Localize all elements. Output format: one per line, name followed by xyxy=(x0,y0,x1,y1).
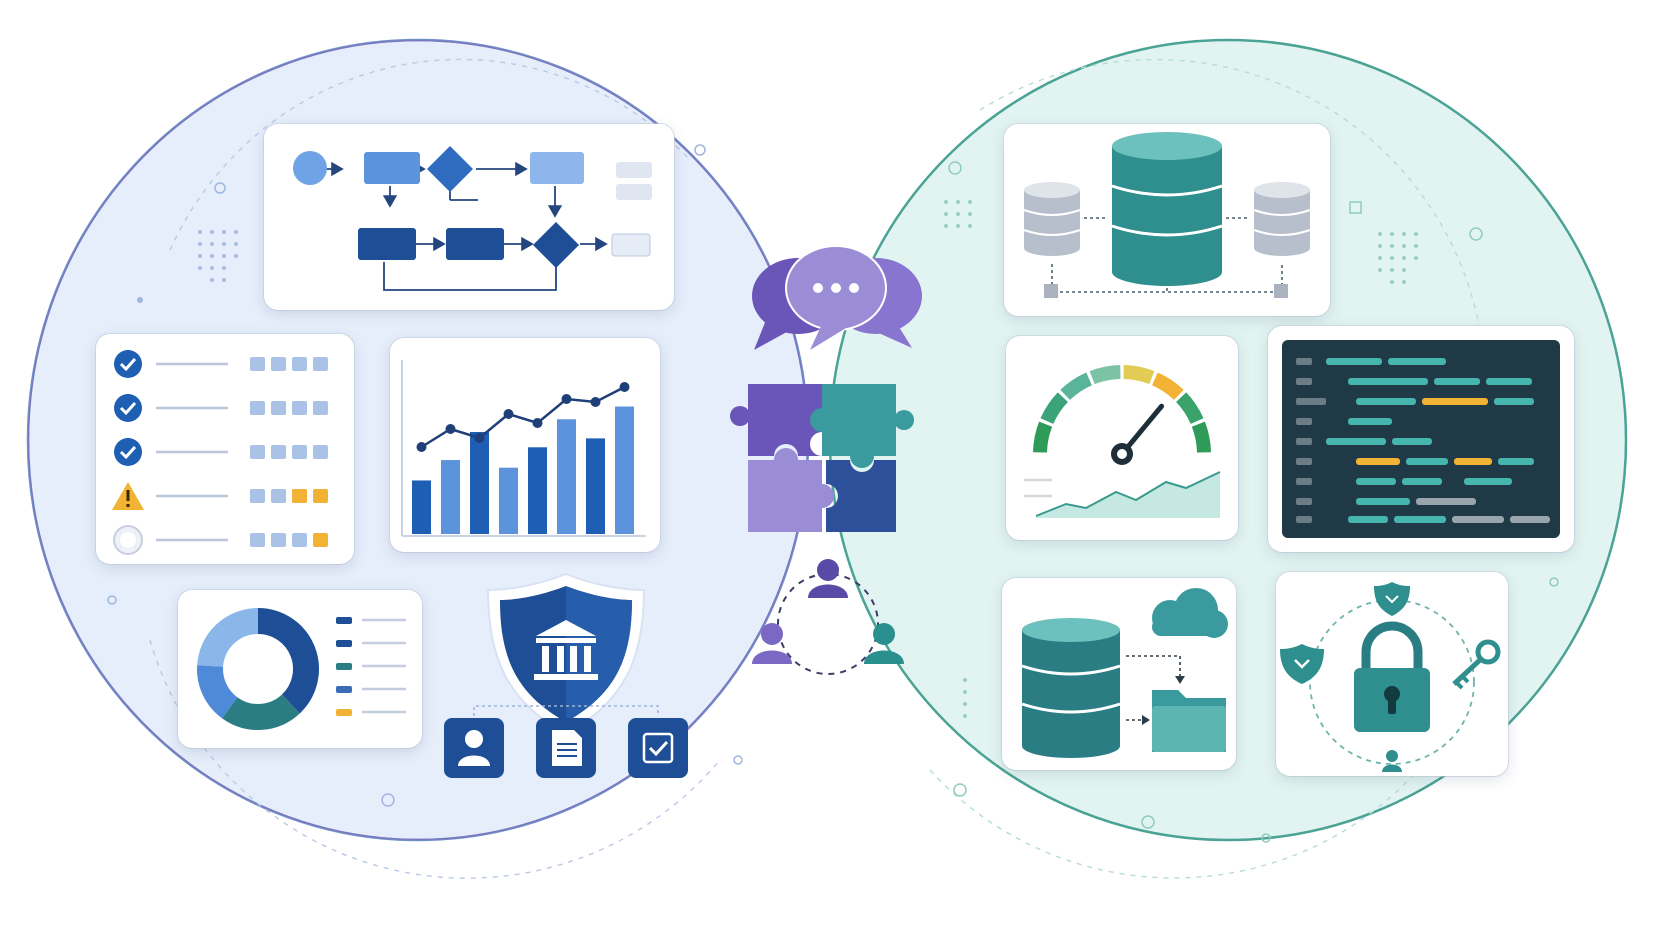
pending-icon xyxy=(113,525,143,555)
bar xyxy=(528,447,547,534)
bar xyxy=(586,438,605,534)
folder-icon xyxy=(1152,690,1226,752)
gauge-segment xyxy=(1060,372,1093,401)
gauge-segment xyxy=(1033,421,1053,453)
bar xyxy=(557,419,576,534)
database-replica-icon xyxy=(1253,182,1311,256)
database-cloud-folder-icon xyxy=(1021,588,1228,758)
database-replication-card xyxy=(1004,124,1330,316)
database-replication-icon xyxy=(1023,132,1311,298)
performance-gauge-card xyxy=(1006,336,1238,540)
people-network-icon xyxy=(752,559,904,675)
security-lock-card xyxy=(1276,572,1508,776)
gauge-segment xyxy=(1191,421,1211,453)
bar xyxy=(470,432,489,534)
trend-point xyxy=(590,397,601,407)
puzzle-pieces-icon xyxy=(730,384,914,532)
person-icon xyxy=(864,623,904,664)
bar-line-chart-icon xyxy=(401,360,646,537)
cloud-icon xyxy=(1152,588,1228,638)
chat-bubbles-icon xyxy=(752,245,922,350)
institution-icon xyxy=(534,620,598,680)
trend-point xyxy=(561,394,572,404)
donut-chart-icon xyxy=(197,608,406,730)
trend-point xyxy=(474,433,485,443)
database-cloud-folder-card xyxy=(1002,578,1236,770)
trend-point xyxy=(619,382,630,392)
bar xyxy=(441,460,460,534)
checklist-status-icon xyxy=(112,350,328,555)
bar-line-chart-card xyxy=(390,338,660,552)
gauge-segment xyxy=(1089,365,1121,385)
gauge-segment xyxy=(1175,392,1204,425)
process-flowchart-card xyxy=(264,124,674,310)
check-icon xyxy=(114,350,142,378)
database-main-icon xyxy=(1111,132,1223,286)
database-icon xyxy=(1021,618,1121,758)
performance-gauge-icon xyxy=(1024,365,1221,518)
chat-bubbles-group xyxy=(736,240,926,360)
user-icon xyxy=(444,718,504,778)
bar xyxy=(499,467,518,534)
gauge-segment xyxy=(1151,372,1184,401)
shield-icon xyxy=(1280,644,1324,684)
document-icon xyxy=(536,718,596,778)
padlock-icon xyxy=(1354,621,1430,732)
donut-segment xyxy=(197,665,238,719)
user-icon xyxy=(1382,750,1402,772)
people-network-group xyxy=(744,552,912,682)
governance-shield-icon xyxy=(444,572,688,778)
donut-segment xyxy=(257,608,319,714)
key-icon xyxy=(1452,639,1501,690)
bar xyxy=(412,480,431,534)
person-icon xyxy=(752,623,792,664)
check-icon xyxy=(114,394,142,422)
code-terminal-icon xyxy=(1282,340,1560,538)
donut-segment xyxy=(197,608,259,668)
trend-point xyxy=(532,418,543,428)
warning-icon xyxy=(112,482,144,510)
trend-point xyxy=(445,424,456,434)
database-replica-icon xyxy=(1023,182,1081,256)
approval-checkbox-icon xyxy=(628,718,688,778)
governance-shield-group xyxy=(436,566,696,806)
check-icon xyxy=(114,438,142,466)
gauge-segment xyxy=(1040,392,1069,425)
trend-point xyxy=(503,409,514,419)
donut-segment xyxy=(222,694,300,730)
process-flowchart-icon xyxy=(293,146,652,291)
gauge-segment xyxy=(1123,365,1155,385)
security-lock-icon xyxy=(1280,582,1501,772)
checklist-card xyxy=(96,334,354,564)
code-terminal-card xyxy=(1268,326,1574,552)
donut-chart-card xyxy=(178,590,422,748)
puzzle-group xyxy=(726,380,926,536)
person-icon xyxy=(808,559,848,598)
shield-icon xyxy=(1374,582,1410,616)
trend-point xyxy=(416,442,427,452)
bar xyxy=(615,406,634,534)
